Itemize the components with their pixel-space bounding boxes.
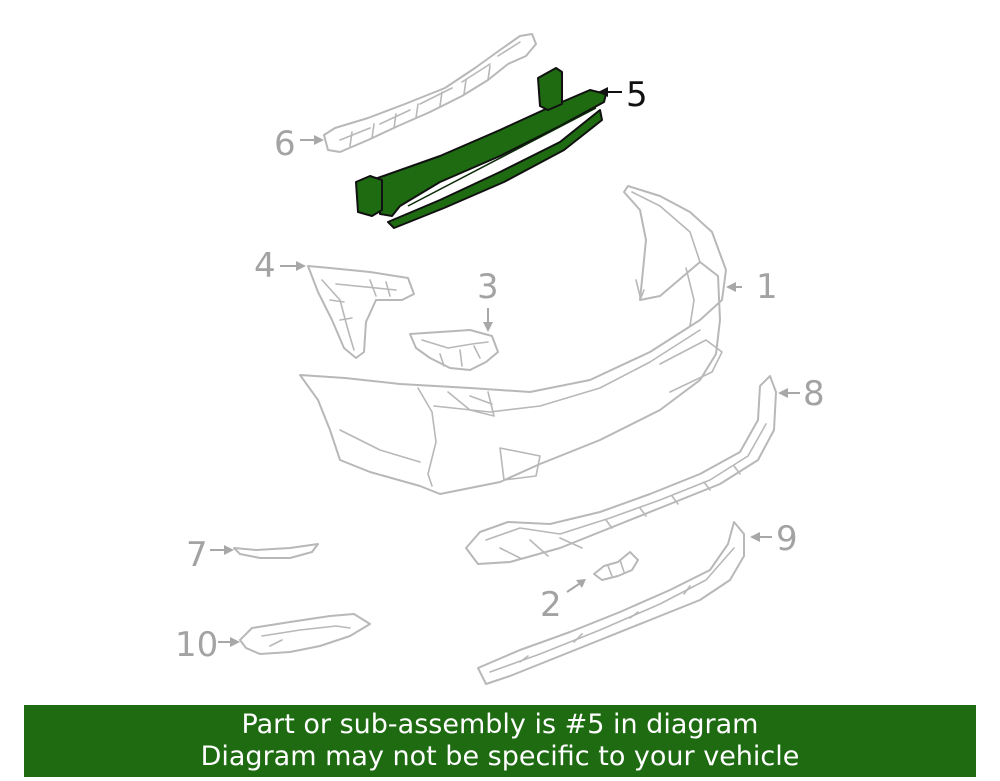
part-6-absorber <box>323 33 537 153</box>
callout-2: 2 <box>540 585 562 625</box>
part-9-lower-trim <box>477 521 745 685</box>
leader-lines <box>210 87 800 647</box>
part-8-diffuser <box>465 375 777 565</box>
callout-5: 5 <box>626 75 648 115</box>
callout-1: 1 <box>756 267 778 307</box>
part-2-sensor <box>593 551 639 581</box>
callout-4: 4 <box>254 246 276 286</box>
part-4-bracket <box>307 265 415 359</box>
part-7-reflector <box>233 543 319 559</box>
part-10-reflector-housing <box>239 613 371 655</box>
beam-left-bracket <box>355 175 383 217</box>
part-5-reinforcement-beam <box>355 67 607 229</box>
info-banner: Part or sub-assembly is #5 in diagram Di… <box>24 705 976 777</box>
part-1-bumper-cover <box>299 185 727 495</box>
callout-9: 9 <box>776 519 798 559</box>
callout-8: 8 <box>803 374 825 414</box>
callout-6: 6 <box>274 124 296 164</box>
parts-diagram: 1 2 3 4 5 6 7 8 9 10 <box>175 33 825 685</box>
part-3-bracket <box>409 329 499 371</box>
banner-line-2: Diagram may not be specific to your vehi… <box>200 741 800 772</box>
beam-right-bracket <box>537 67 563 111</box>
callout-7: 7 <box>186 535 208 575</box>
beam-lower-flange <box>387 109 603 229</box>
callout-10: 10 <box>175 625 218 665</box>
banner-line-1: Part or sub-assembly is #5 in diagram <box>241 709 759 740</box>
callout-3: 3 <box>477 267 499 307</box>
